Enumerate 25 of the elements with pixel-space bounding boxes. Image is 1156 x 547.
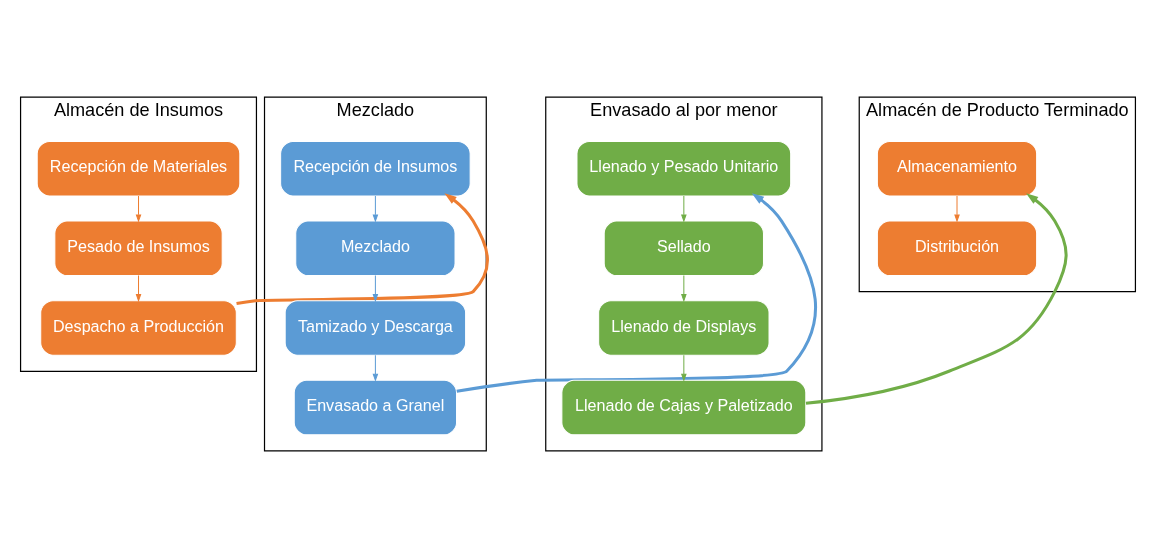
node-box: Mezclado (295, 220, 456, 276)
node-box: Sellado (603, 220, 764, 276)
arrow (456, 192, 817, 393)
node-box: Llenado y Pesado Unitario (576, 140, 792, 196)
node-box: Llenado de Cajas y Paletizado (561, 379, 807, 435)
node-box: Almacenamiento (876, 140, 1038, 196)
arrow (805, 192, 1068, 405)
arrow (954, 194, 960, 223)
arrow (681, 274, 687, 302)
node-box: Recepción de Insumos (280, 140, 471, 196)
arrow (372, 354, 379, 382)
node-box: Pesado de Insumos (54, 220, 223, 276)
node-box: Envasado a Granel (293, 379, 458, 435)
node-box: Tamizado y Descarga (284, 299, 467, 356)
node-box: Recepción de Materiales (36, 140, 241, 196)
arrow (681, 354, 687, 382)
arrow (236, 192, 489, 305)
node-box: Despacho a Producción (40, 299, 237, 356)
node-box: Distribución (876, 220, 1038, 276)
arrow (681, 194, 687, 223)
arrow (372, 274, 379, 302)
arrow (372, 194, 379, 223)
node-box: Llenado de Displays (598, 299, 770, 356)
arrow (135, 274, 142, 302)
arrow (135, 194, 142, 223)
